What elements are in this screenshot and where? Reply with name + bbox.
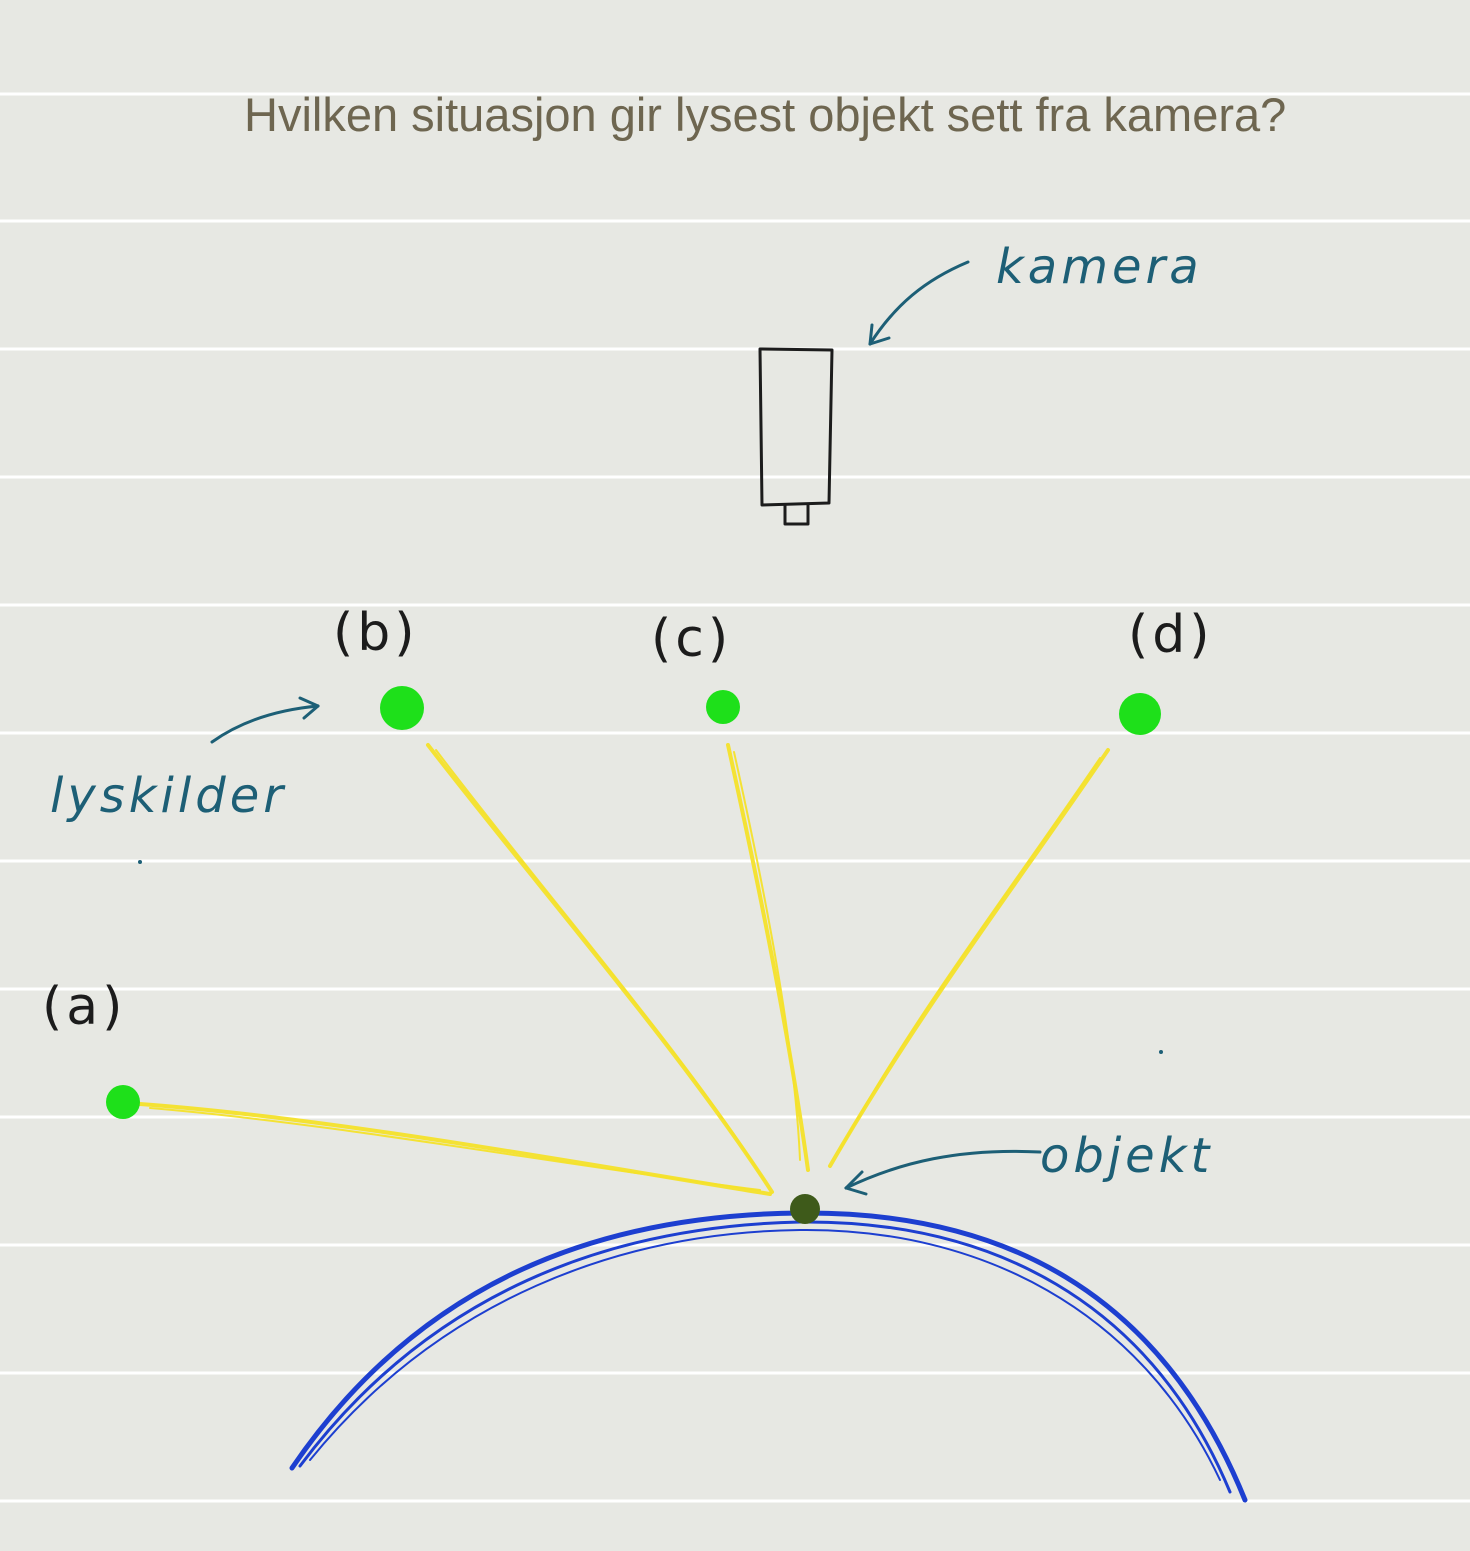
ray-d [828,748,1110,1168]
ray-b [426,743,774,1194]
ink-dot [1159,1050,1163,1054]
object-pointer-arrow [844,1149,1042,1196]
option-d-label: (d) [1128,605,1214,665]
light-sources-label: lyskilder [50,768,287,824]
ray-c [726,743,810,1172]
question-title: Hvilken situasjon gir lysest objekt sett… [244,88,1286,141]
camera-icon [758,347,834,526]
option-c-label: (c) [651,609,732,669]
option-a-label: (a) [42,977,126,1037]
camera-pointer-arrow [868,260,970,346]
ruled-lines [0,92,1470,1503]
light-sources-pointer-arrow [210,696,320,744]
camera-label: kamera [996,239,1203,295]
light-rays [138,743,1110,1196]
object-dot [790,1194,820,1224]
ink-dot [138,860,142,864]
surface-arc [289,1210,1248,1503]
light-source-c [706,690,740,724]
option-b-label: (b) [333,603,419,663]
light-source-b [380,686,424,730]
light-source-d [1119,693,1161,735]
light-source-a [106,1085,140,1119]
object-label: objekt [1040,1128,1213,1184]
